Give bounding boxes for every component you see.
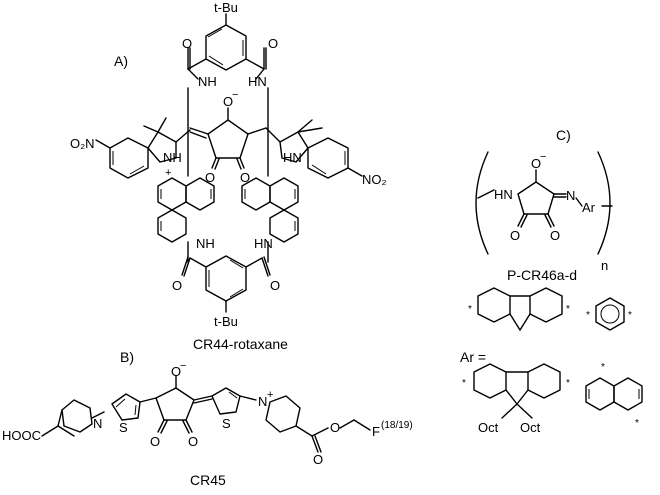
phenylene-option: * *: [586, 297, 632, 331]
o-ketone-right-label: O: [240, 170, 250, 185]
naphthalene-option: * *: [585, 362, 643, 429]
cr45-structure: [41, 375, 371, 453]
ar-equals-label: Ar =: [460, 349, 486, 365]
cr45-oxide-label: O: [171, 364, 181, 379]
o-top-left-label: O: [182, 36, 192, 51]
cr44-rotaxane-name: CR44-rotaxane: [193, 336, 288, 352]
svg-text:*: *: [566, 378, 570, 389]
polymer-hn-label: HN: [494, 187, 513, 202]
bottom-isophthalamide: [181, 255, 271, 313]
svg-text:*: *: [462, 378, 466, 389]
top-isophthalamide: [187, 13, 267, 80]
p-cr46-structure: [475, 151, 613, 255]
svg-text:*: *: [586, 310, 590, 321]
cr45-ketone-right: O: [188, 434, 198, 449]
tbu-top-label: t-Bu: [214, 0, 238, 15]
cr45-fluorine: F: [372, 424, 380, 439]
cr44-rotaxane-structure: [95, 13, 363, 313]
cr45-n-plus-label: N: [258, 394, 267, 409]
svg-text:*: *: [628, 310, 632, 321]
squaraine-core: [175, 107, 281, 170]
cr45-isotope: (18/19): [381, 420, 413, 431]
polymer-n-label: N: [566, 188, 575, 203]
cr45-hooc-label: HOOC: [2, 428, 41, 443]
nh-top-left-label: NH: [198, 74, 217, 89]
dioctylfluorene-option: * *: [462, 363, 570, 419]
fluorene-option: * *: [468, 287, 570, 331]
svg-text:*: *: [635, 418, 639, 429]
polymer-bracket-left: [475, 151, 489, 255]
o-bottom-left-label: O: [172, 278, 182, 293]
cr45-name: CR45: [190, 472, 226, 488]
no2-label: NO₂: [362, 172, 387, 187]
o-top-right-label: O: [268, 36, 278, 51]
panel-a-label: A): [114, 53, 128, 69]
polymer-oxide-charge: −: [540, 151, 546, 163]
o-ketone-left-label: O: [205, 170, 215, 185]
polymer-oxide-label: O: [531, 156, 541, 171]
nh-bottom-left-label: NH: [196, 236, 215, 251]
left-indolium: [95, 117, 177, 179]
cr45-s-right-label: S: [222, 416, 231, 431]
o-bottom-right-label: O: [270, 278, 280, 293]
hn-right-label: HN: [283, 150, 302, 165]
svg-text:*: *: [566, 304, 570, 315]
panel-c-label: C): [556, 127, 571, 143]
polymer-bracket-right: [597, 151, 611, 255]
cr45-ketone-left: O: [150, 434, 160, 449]
polymer-ar-label: Ar: [582, 200, 596, 215]
oxide-label: O: [223, 94, 233, 109]
tbu-bottom-label: t-Bu: [214, 314, 238, 329]
oxide-charge: −: [232, 89, 238, 101]
polymer-n-subscript: n: [601, 258, 608, 273]
cr45-n-left-label: N: [93, 416, 102, 431]
left-anthracene: [157, 177, 215, 243]
o2n-label: O₂N: [70, 136, 95, 151]
nh-plus-charge: +: [165, 167, 171, 179]
hn-bottom-right-label: HN: [254, 236, 273, 251]
panel-b-label: B): [120, 349, 134, 365]
right-indoline: [279, 119, 363, 179]
cr45-ester-carbonyl: O: [313, 452, 323, 467]
svg-text:*: *: [468, 304, 472, 315]
cr45-s-left-label: S: [119, 420, 128, 435]
cr45-ester-oxygen: O: [330, 420, 340, 435]
oct-left-label: Oct: [478, 420, 499, 435]
cr45-n-plus-charge: +: [267, 389, 273, 401]
polymer-ketone-right: O: [550, 228, 560, 243]
svg-text:*: *: [601, 362, 605, 373]
nh-plus-label: NH: [163, 150, 182, 165]
polymer-name: P-CR46a-d: [507, 267, 577, 283]
right-anthracene: [241, 177, 299, 243]
hn-top-right-label: HN: [248, 74, 267, 89]
cr45-oxide-charge: −: [180, 360, 186, 372]
oct-right-label: Oct: [520, 420, 541, 435]
polymer-ketone-left: O: [510, 228, 520, 243]
